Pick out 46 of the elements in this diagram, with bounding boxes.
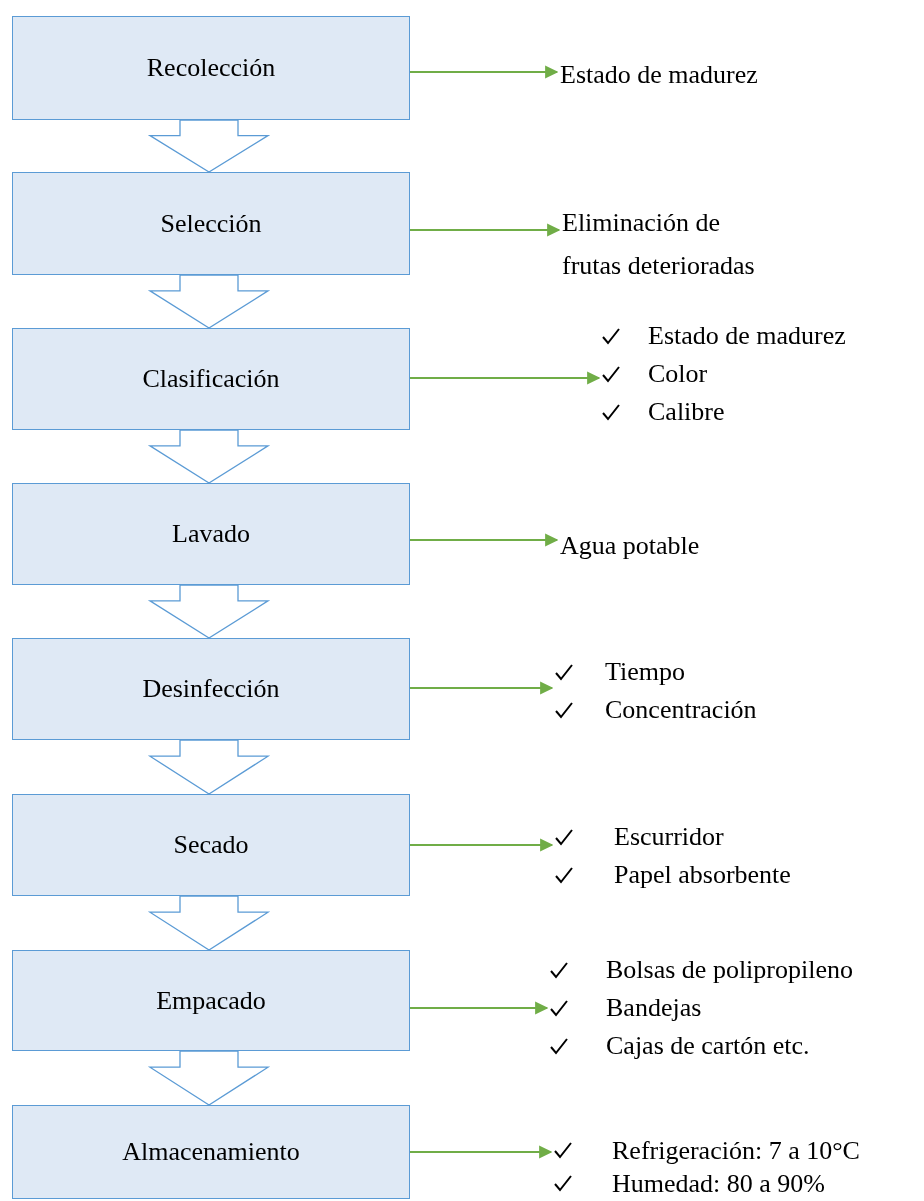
- step-note: Agua potable: [560, 526, 700, 566]
- list-item: Concentración: [605, 694, 757, 726]
- list-item: Color: [648, 358, 708, 390]
- step-label: Recolección: [146, 53, 276, 83]
- step-label: Secado: [173, 830, 249, 860]
- list-item: Humedad: 80 a 90%: [612, 1167, 825, 1200]
- list-item: Bandejas: [606, 992, 702, 1024]
- process-box: [12, 172, 410, 275]
- arrow: [410, 223, 561, 237]
- block-arrow: [147, 1050, 271, 1106]
- list-item: Cajas de cartón etc.: [606, 1030, 810, 1062]
- block-arrow: [147, 274, 271, 329]
- process-box: [12, 950, 410, 1051]
- list-item: Escurridor: [614, 821, 724, 853]
- process-box: [12, 794, 410, 896]
- block-arrow: [147, 584, 271, 639]
- list-item: Refrigeración: 7 a 10°C: [612, 1134, 860, 1167]
- step-label: Lavado: [172, 519, 250, 549]
- list-item: Calibre: [648, 396, 725, 428]
- step-label: Clasificación: [142, 364, 280, 394]
- arrow: [410, 681, 554, 695]
- process-box: [12, 16, 410, 120]
- list-item: Papel absorbente: [614, 859, 791, 891]
- list-item: Estado de madurez: [648, 320, 846, 352]
- list-item: Bolsas de polipropileno: [606, 954, 853, 986]
- step-label: Desinfección: [142, 674, 280, 704]
- step-label: Almacenamiento: [122, 1137, 300, 1167]
- arrow: [410, 65, 559, 79]
- block-arrow: [147, 895, 271, 951]
- block-arrow: [147, 429, 271, 484]
- process-box: [12, 483, 410, 585]
- arrow: [410, 371, 601, 385]
- arrow: [410, 533, 559, 547]
- arrow: [410, 1145, 553, 1159]
- step-label: Selección: [160, 208, 262, 239]
- process-box: [12, 328, 410, 430]
- arrow: [410, 1001, 549, 1015]
- block-arrow: [147, 739, 271, 795]
- step-note: Estado de madurez: [560, 55, 758, 95]
- arrow: [410, 838, 554, 852]
- process-box: [12, 1105, 410, 1199]
- step-label: Empacado: [156, 985, 266, 1016]
- process-box: [12, 638, 410, 740]
- list-item: Tiempo: [605, 656, 685, 688]
- block-arrow: [147, 119, 271, 173]
- step-note: Eliminación de frutas deterioradas: [562, 201, 774, 287]
